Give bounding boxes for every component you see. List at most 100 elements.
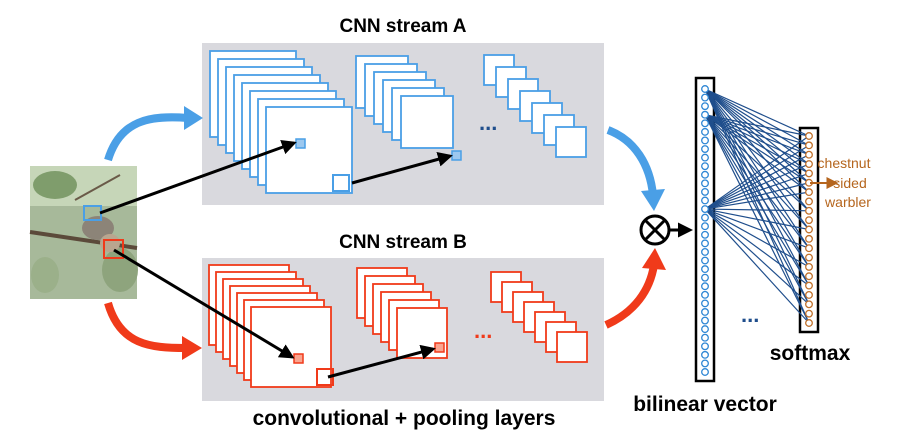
stream-b-title: CNN stream B — [339, 232, 467, 253]
stream-a-layer-stack-2 — [355, 55, 454, 149]
bilinear-node — [701, 179, 709, 188]
softmax-nodes — [805, 132, 813, 327]
stream-b-layer-7 — [556, 331, 588, 363]
softmax-node — [805, 188, 813, 197]
softmax-node — [805, 206, 813, 215]
softmax-node — [805, 281, 813, 290]
fc-edge — [704, 208, 810, 212]
softmax-node — [805, 160, 813, 168]
fc-edge — [704, 88, 810, 193]
stream-a-input-arrowhead — [184, 106, 203, 130]
fc-edge — [704, 172, 810, 210]
fc-edge — [704, 182, 810, 210]
bilinear-node — [701, 333, 709, 342]
fc-edge — [704, 88, 810, 249]
fc-edge — [704, 163, 810, 210]
bilinear-node — [701, 325, 709, 334]
bilinear-node — [701, 265, 709, 274]
bilinear-node — [701, 153, 709, 162]
fc-edge — [704, 88, 810, 156]
bilinear-vector-label: bilinear vector — [633, 393, 777, 416]
fc-edge — [704, 88, 810, 165]
stream-b-feature-patch-1 — [293, 353, 304, 364]
fc-edge — [704, 114, 810, 146]
bilinear-node — [701, 316, 709, 325]
bilinear-node — [701, 196, 709, 205]
stream-b-input-arrow — [104, 301, 187, 352]
stream-a-output-arrowhead — [641, 189, 665, 211]
bilinear-node — [701, 342, 709, 351]
softmax-node — [805, 234, 813, 243]
bilinear-node — [701, 205, 709, 214]
stream-b-layer-stack-3 — [490, 271, 588, 363]
bilinear-node — [701, 119, 709, 128]
fc-edge — [704, 208, 810, 268]
bilinear-node — [701, 136, 709, 145]
bilinear-node — [701, 256, 709, 265]
bilinear-node — [701, 222, 709, 231]
stream-a-input-arrow — [104, 113, 189, 162]
fc-edge — [704, 88, 810, 230]
stream-a-ellipsis: ... — [479, 110, 497, 135]
stream-a-layer-7 — [555, 126, 587, 158]
fc-edge — [704, 144, 810, 210]
softmax-node — [805, 253, 813, 262]
bilinear-node — [701, 102, 709, 111]
softmax-node — [805, 132, 813, 140]
stream-a-feature-patch-2 — [332, 174, 350, 192]
softmax-node — [805, 309, 813, 318]
fc-edge — [704, 135, 810, 210]
softmax-node — [805, 291, 813, 299]
patch-a-to-conv-arrow — [99, 140, 297, 215]
bilinear-node — [701, 187, 709, 196]
stream-b-feature-patch-3 — [434, 342, 445, 353]
fc-edge — [704, 208, 810, 287]
fc-edge — [704, 208, 810, 231]
bilinear-node — [701, 368, 709, 376]
output-class-line-2: sided — [833, 175, 866, 191]
bilinear-node — [701, 308, 709, 316]
patch-b-to-conv-arrow — [113, 248, 295, 359]
bilinear-node — [701, 162, 709, 171]
output-class-line-1: chestnut — [818, 155, 871, 171]
input-bird-photo — [29, 166, 138, 299]
fc-edge — [704, 191, 810, 210]
fc-edge — [704, 154, 810, 210]
stream-b-input-arrowhead — [182, 336, 202, 360]
bilinear-node — [701, 359, 709, 368]
stream-b-layer-stack-2 — [356, 267, 448, 359]
fc-edge — [704, 88, 810, 184]
softmax-node — [805, 216, 813, 225]
bilinear-node — [701, 230, 709, 239]
conv-a-to-next-arrow — [351, 151, 453, 185]
output-class-line-3: warbler — [824, 194, 871, 210]
fc-edge — [704, 88, 810, 174]
stream-a-output-arrow — [606, 126, 657, 196]
bilinear-node — [701, 350, 709, 359]
softmax-node — [805, 319, 813, 327]
fc-edge — [704, 208, 810, 305]
stream-a-title: CNN stream A — [339, 16, 466, 37]
fc-edge — [704, 114, 810, 137]
bilinear-node — [701, 170, 709, 179]
softmax-label: softmax — [770, 342, 851, 365]
stream-a-layer-6 — [400, 95, 454, 149]
softmax-node — [805, 262, 813, 271]
fc-edge — [704, 88, 810, 268]
softmax-node — [805, 272, 813, 281]
bilinear-node — [701, 290, 709, 299]
bilinear-nodes — [701, 85, 709, 376]
stream-a-feature-patch-3 — [451, 150, 462, 161]
softmax-node — [805, 244, 813, 253]
stream-a-layer-stack-3 — [483, 54, 587, 158]
bilinear-node — [701, 247, 709, 256]
fc-edge — [704, 208, 810, 324]
stream-b-ellipsis: ... — [474, 318, 492, 343]
conv-b-to-next-arrow — [327, 344, 436, 379]
bilinear-node — [701, 213, 709, 222]
softmax-node — [805, 141, 813, 150]
stream-b-output-arrow — [604, 264, 658, 329]
stream-b-output-arrowhead — [642, 248, 666, 270]
fc-edge — [704, 88, 810, 137]
